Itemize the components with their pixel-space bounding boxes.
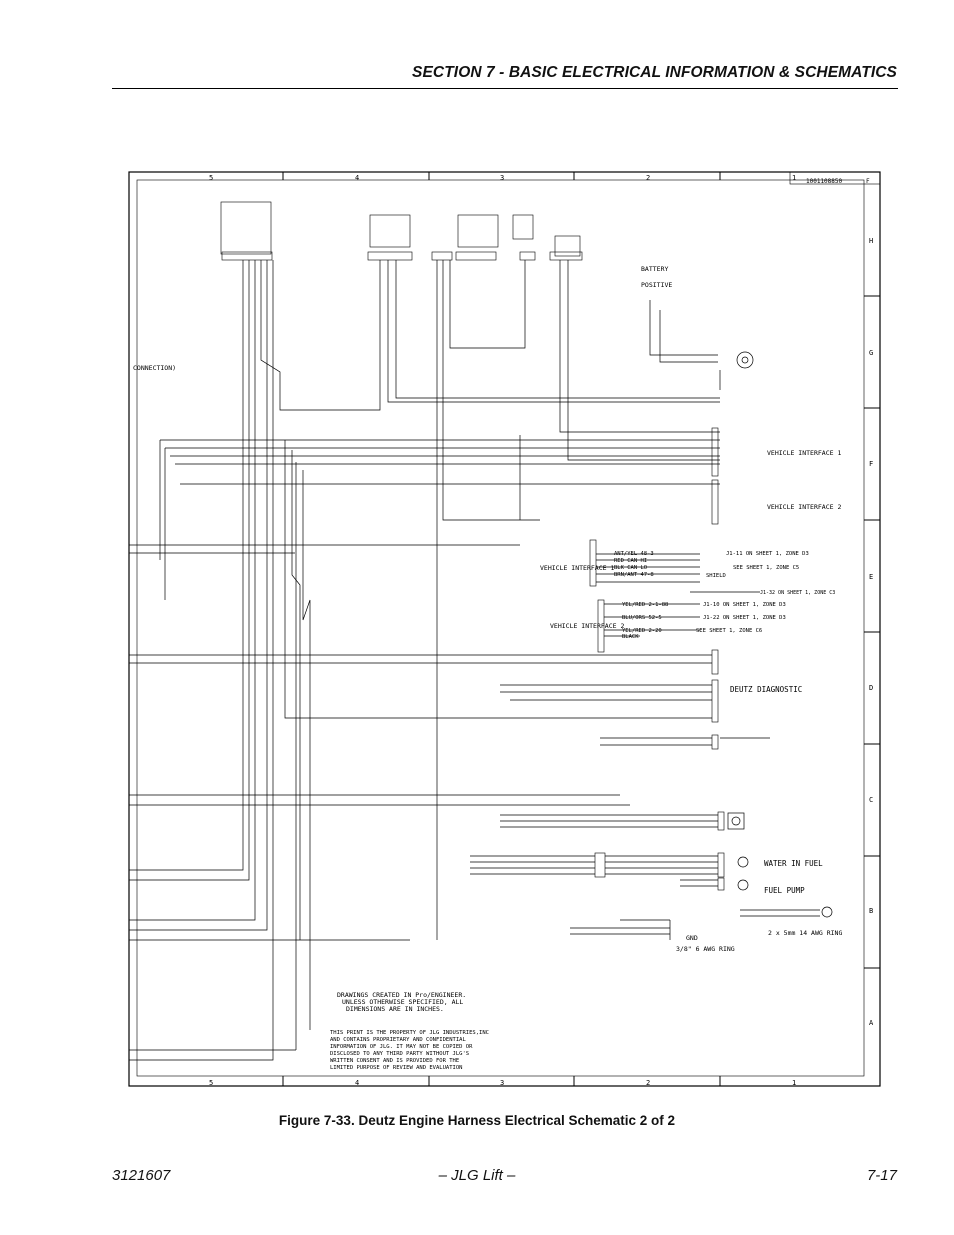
vi1-ref: J1-32 ON SHEET 1, ZONE C3 — [760, 590, 835, 596]
vi1-wire: RED CAN HI — [614, 558, 647, 564]
ring-6awg-label: 3/8" 6 AWG RING — [676, 945, 735, 953]
battery-label: BATTERY — [641, 265, 668, 273]
row-label: F — [869, 460, 873, 468]
vi1-ref: SHIELD — [706, 573, 726, 579]
vi2-wire: BLU/ORS 52-5 — [622, 615, 662, 621]
vi1-wire: BRN/ANT 47-8 — [614, 572, 654, 578]
note-line: DRAWINGS CREATED IN Pro/ENGINEER. — [337, 991, 466, 999]
row-label: G — [869, 349, 873, 357]
water-in-fuel-label: WATER IN FUEL — [764, 859, 823, 868]
vehicle-interface-1-label: VEHICLE INTERFACE 1 — [767, 449, 841, 457]
note-line: DIMENSIONS ARE IN INCHES. — [346, 1005, 444, 1013]
vi1-wire: ANT/YEL 48-3 — [614, 551, 654, 557]
col-label: 3 — [500, 174, 504, 182]
header-rule — [112, 88, 898, 89]
row-label: A — [869, 1019, 874, 1027]
vi2-ref: J1-10 ON SHEET 1, ZONE D3 — [703, 602, 786, 608]
vi2-wire: YEL/RED 2-20 — [622, 628, 662, 634]
schematic-frame — [128, 171, 881, 1087]
row-label: C — [869, 796, 873, 804]
vehicle-interface-2-label: VEHICLE INTERFACE 2 — [767, 503, 841, 511]
footer-doc-number: 3121607 — [112, 1167, 171, 1184]
footer-page-number: 7-17 — [866, 1167, 897, 1184]
section-title: SECTION 7 - BASIC ELECTRICAL INFORMATION… — [412, 64, 897, 81]
row-label: B — [869, 907, 873, 915]
vi2-ref: SEE SHEET 1, ZONE C6 — [696, 628, 762, 634]
vi2-wire: BLACK — [622, 634, 639, 640]
property-line: DISCLOSED TO ANY THIRD PARTY WITHOUT JLG… — [330, 1051, 469, 1057]
fuel-pump-label: FUEL PUMP — [764, 886, 805, 895]
row-label: H — [869, 237, 873, 245]
ring-14awg-label: 2 x 5mm 14 AWG RING — [768, 929, 842, 937]
vehicle-interface-2-left-label: VEHICLE INTERFACE 2 — [550, 622, 624, 630]
col-label: 1 — [792, 1079, 796, 1087]
vehicle-interface-1-left-label: VEHICLE INTERFACE 1 — [540, 564, 614, 572]
vi2-wire: YEL/RED 2-1-88 — [622, 602, 668, 608]
connection-label: CONNECTION) — [133, 364, 176, 372]
col-label: 2 — [646, 1079, 650, 1087]
col-label: 2 — [646, 174, 650, 182]
positive-label: POSITIVE — [641, 281, 672, 289]
vi2-ref: J1-22 ON SHEET 1, ZONE D3 — [703, 615, 786, 621]
property-line: AND CONTAINS PROPRIETARY AND CONFIDENTIA… — [330, 1037, 466, 1043]
property-line: WRITTEN CONSENT AND IS PROVIDED FOR THE — [330, 1058, 459, 1064]
col-label: 1 — [792, 174, 796, 182]
gnd-label: GND — [686, 934, 698, 942]
property-line: THIS PRINT IS THE PROPERTY OF JLG INDUST… — [330, 1030, 489, 1036]
note-line: UNLESS OTHERWISE SPECIFIED, ALL — [342, 998, 463, 1006]
row-label: E — [869, 573, 873, 581]
deutz-diagnostic-label: DEUTZ DIAGNOSTIC — [730, 685, 802, 694]
col-label: 5 — [209, 174, 213, 182]
col-label: 5 — [209, 1079, 213, 1087]
col-label: 4 — [355, 174, 359, 182]
property-line: INFORMATION OF JLG. IT MAY NOT BE COPIED… — [330, 1044, 473, 1050]
col-label: 4 — [355, 1079, 359, 1087]
vi1-wire: BLK CAN LO — [614, 565, 647, 571]
col-label: 3 — [500, 1079, 504, 1087]
property-line: LIMITED PURPOSE OF REVIEW AND EVALUATION — [330, 1065, 462, 1071]
vi1-ref: J1-11 ON SHEET 1, ZONE D3 — [726, 551, 809, 557]
vi1-ref: SEE SHEET 1, ZONE C5 — [733, 565, 799, 571]
figure-caption: Figure 7-33. Deutz Engine Harness Electr… — [278, 1113, 676, 1128]
footer-center: – JLG Lift – — [438, 1167, 516, 1184]
row-label: D — [869, 684, 873, 692]
wire-harness — [129, 201, 833, 1061]
sheet-letter: F — [866, 178, 870, 185]
drawing-number: 1001108850 — [806, 178, 843, 185]
